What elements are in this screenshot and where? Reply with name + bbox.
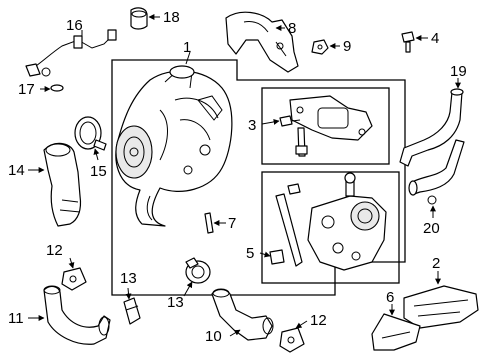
plug [130,7,148,30]
leader-13b [183,281,193,297]
clamp-small-upper [123,297,141,325]
callout-6: 6 [386,289,394,306]
leader-1 [185,51,191,65]
callout-12a: 12 [46,242,63,259]
inset-box-5 [261,171,400,284]
return-pipe [211,288,274,341]
callout-9: 9 [343,38,351,55]
callout-15: 15 [90,163,107,180]
callout-2: 2 [432,255,440,272]
callout-11: 11 [8,310,24,327]
nut [311,39,329,55]
callout-1: 1 [183,39,191,56]
leader-12b [295,320,308,329]
callout-20: 20 [423,220,440,237]
gasket-right [279,327,305,353]
clamp [74,116,107,151]
leader-10 [229,329,241,337]
washer [50,84,64,92]
coolant-tube-upper [399,88,464,167]
callout-13a: 13 [120,270,137,287]
leader-12a [68,257,75,269]
callout-16: 16 [66,17,83,34]
leader-13a [125,287,132,300]
callout-4: 4 [431,30,439,47]
callout-12b: 12 [310,312,327,329]
oil-feed-line [25,29,117,77]
bolt [401,31,415,53]
callout-10: 10 [205,328,222,345]
actuator-assembly [269,172,387,271]
coolant-tube-lower [408,139,465,205]
gasket-and-studs [279,95,373,157]
inset-box-3 [261,87,390,165]
callout-7: 7 [228,215,236,232]
inlet-duct [43,142,82,227]
callout-17: 17 [18,81,35,98]
callout-5: 5 [246,245,254,262]
callout-14: 14 [8,162,25,179]
callout-18: 18 [163,9,180,26]
turbocharger [115,65,233,227]
heat-shield-lower [371,313,421,351]
pin [204,212,214,234]
callout-13b: 13 [167,294,184,311]
leader-15 [93,148,100,161]
gasket-left [61,267,87,291]
callout-8: 8 [288,20,296,37]
callout-3: 3 [248,117,256,134]
leader-5 [259,251,271,258]
lower-shield [403,285,479,329]
callout-19: 19 [450,63,467,80]
outlet-pipe [43,285,111,345]
leader-3 [261,118,280,125]
clamp-band-lower [185,257,211,284]
assembly-frame [111,59,406,296]
